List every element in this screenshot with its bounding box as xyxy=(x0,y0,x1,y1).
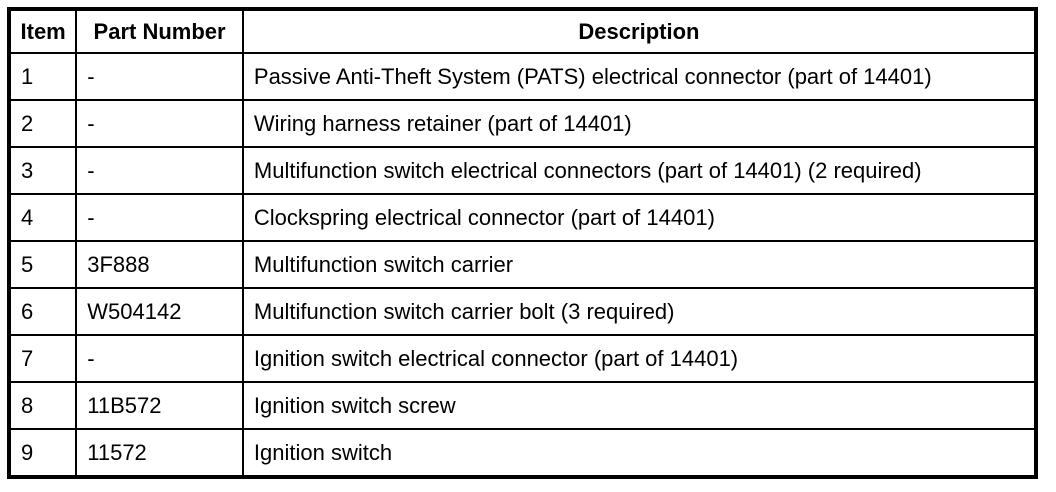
part-number-cell: - xyxy=(75,334,244,383)
part-number-cell: 3F888 xyxy=(75,240,244,289)
table-row: 4 - Clockspring electrical connector (pa… xyxy=(7,193,1038,242)
item-cell: 2 xyxy=(7,99,78,148)
column-header-description: Description xyxy=(241,8,1038,54)
column-header-item: Item xyxy=(7,8,78,54)
description-cell: Clockspring electrical connector (part o… xyxy=(241,193,1038,242)
parts-table-header: Item Part Number Description xyxy=(7,8,1038,54)
description-cell: Ignition switch screw xyxy=(241,381,1038,430)
description-cell: Multifunction switch carrier xyxy=(241,240,1038,289)
parts-table-body: 1 - Passive Anti-Theft System (PATS) ele… xyxy=(7,52,1038,478)
item-cell: 3 xyxy=(7,146,78,195)
part-number-cell: - xyxy=(75,52,244,101)
table-row: 6 W504142 Multifunction switch carrier b… xyxy=(7,287,1038,336)
item-cell: 8 xyxy=(7,381,78,430)
table-row: 9 11572 Ignition switch xyxy=(7,428,1038,478)
column-header-part-number: Part Number xyxy=(75,8,244,54)
part-number-cell: - xyxy=(75,99,244,148)
item-cell: 4 xyxy=(7,193,78,242)
item-cell: 7 xyxy=(7,334,78,383)
description-cell: Ignition switch xyxy=(241,428,1038,478)
table-row: 1 - Passive Anti-Theft System (PATS) ele… xyxy=(7,52,1038,101)
part-number-cell: - xyxy=(75,193,244,242)
header-row: Item Part Number Description xyxy=(7,8,1038,54)
description-cell: Multifunction switch electrical connecto… xyxy=(241,146,1038,195)
part-number-cell: W504142 xyxy=(75,287,244,336)
description-cell: Ignition switch electrical connector (pa… xyxy=(241,334,1038,383)
parts-table: Item Part Number Description 1 - Passive… xyxy=(7,7,1038,479)
table-row: 2 - Wiring harness retainer (part of 144… xyxy=(7,99,1038,148)
part-number-cell: 11572 xyxy=(75,428,244,478)
item-cell: 5 xyxy=(7,240,78,289)
table-row: 7 - Ignition switch electrical connector… xyxy=(7,334,1038,383)
description-cell: Passive Anti-Theft System (PATS) electri… xyxy=(241,52,1038,101)
item-cell: 9 xyxy=(7,428,78,478)
part-number-cell: - xyxy=(75,146,244,195)
part-number-cell: 11B572 xyxy=(75,381,244,430)
table-row: 8 11B572 Ignition switch screw xyxy=(7,381,1038,430)
description-cell: Wiring harness retainer (part of 14401) xyxy=(241,99,1038,148)
item-cell: 1 xyxy=(7,52,78,101)
item-cell: 6 xyxy=(7,287,78,336)
table-row: 3 - Multifunction switch electrical conn… xyxy=(7,146,1038,195)
table-row: 5 3F888 Multifunction switch carrier xyxy=(7,240,1038,289)
description-cell: Multifunction switch carrier bolt (3 req… xyxy=(241,287,1038,336)
